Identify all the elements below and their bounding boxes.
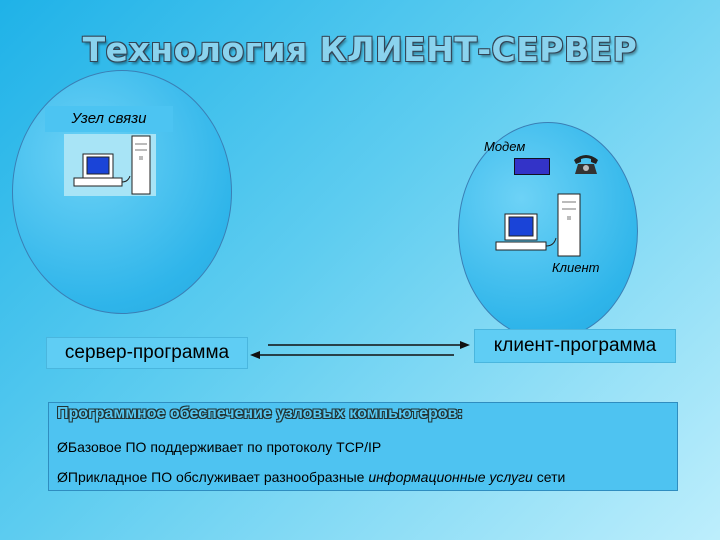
bullet-icon: Ø (57, 469, 68, 485)
bullet-icon: Ø (57, 439, 68, 455)
info-line-2-italic: информационные услуги (368, 469, 533, 485)
info-line-application-software: ØПрикладное ПО обслуживает разнообразные… (57, 469, 565, 485)
server-computer-icon (64, 134, 156, 196)
client-program-box: клиент-программа (474, 329, 676, 363)
client-label: Клиент (552, 260, 600, 275)
info-line-base-software: ØБазовое ПО поддерживает по протоколу TC… (57, 439, 381, 455)
telephone-icon (574, 155, 598, 174)
server-program-box: сервер-программа (46, 337, 248, 369)
modem-label: Модем (484, 139, 526, 154)
modem-icon (514, 158, 550, 175)
info-line-2-suffix: сети (532, 469, 566, 485)
page-title: Технология КЛИЕНТ-СЕРВЕР (82, 30, 638, 69)
client-computer-icon (495, 193, 581, 257)
info-line-1-text: Базовое ПО поддерживает по протоколу TCP… (67, 439, 382, 455)
node-label: Узел связи (45, 106, 173, 132)
bidirectional-arrows-icon (250, 341, 470, 359)
info-heading: Программное обеспечение узловых компьюте… (57, 405, 463, 422)
info-line-2-prefix: Прикладное ПО обслуживает разнообразные (67, 469, 369, 485)
info-box: Программное обеспечение узловых компьюте… (48, 402, 678, 491)
